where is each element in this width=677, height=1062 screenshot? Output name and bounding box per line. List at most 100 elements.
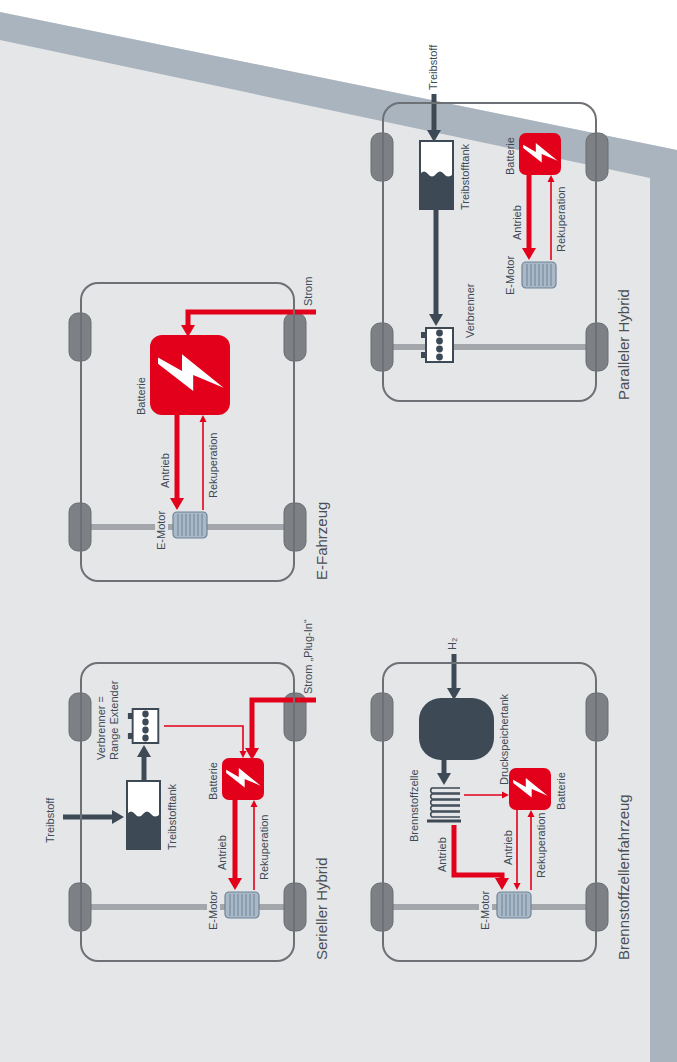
input-label: Treibstoff — [44, 798, 57, 843]
input-label: Treibstoff — [427, 45, 440, 90]
edge-label: Rekuperation — [535, 813, 548, 878]
battery-symbol: Batterie — [150, 335, 230, 415]
e-motor-symbol-art — [222, 890, 262, 920]
plug-in-arrow — [245, 700, 316, 760]
flow-arrow — [522, 175, 536, 260]
arrow-head — [228, 878, 242, 890]
edge-label: Antrieb — [436, 837, 449, 872]
arrow-line — [530, 817, 532, 891]
fuel-cell-symbol: Brennstoffzelle — [424, 785, 464, 825]
component-label: E-Motor — [155, 509, 168, 552]
edge-label: Antrieb — [159, 453, 172, 488]
e-motor-symbol: E-Motor — [222, 890, 262, 920]
arrow-head — [429, 314, 443, 326]
flow-arrow — [514, 810, 521, 890]
arrow-head — [437, 773, 451, 785]
arrow-line — [202, 422, 204, 511]
e-motor-symbol-art — [170, 510, 210, 540]
flow-arrow — [454, 825, 509, 890]
component-label: E-Motor — [504, 256, 517, 295]
battery-symbol: Batterie — [222, 758, 264, 800]
arrow-line — [442, 760, 447, 774]
component-label: Batterie — [135, 377, 148, 415]
vehicle-outline: E-FahrzeugBatterieE-Motor — [80, 282, 295, 582]
arrow-line — [550, 182, 552, 261]
flow-arrow — [528, 810, 535, 890]
component-label: E-Motor — [479, 889, 492, 932]
engine-symbol: Verbrenner — [419, 326, 459, 364]
arrow-head — [514, 883, 521, 890]
e-motor-symbol: E-Motor — [519, 260, 559, 290]
wheels-axle — [371, 693, 608, 931]
arrow-head — [251, 800, 258, 807]
vehicle-outline: Serieller HybridTreibstofftankVerbrenner… — [80, 662, 295, 962]
e-motor-symbol-art — [519, 260, 559, 290]
flow-arrow — [137, 745, 151, 780]
power-input-arrow — [181, 312, 316, 337]
arrow-line — [142, 757, 147, 781]
flow-arrow — [200, 415, 207, 510]
arrow-line — [175, 415, 180, 499]
arrow-line — [516, 810, 518, 884]
arrow-head — [170, 498, 184, 510]
edge-label: Antrieb — [511, 205, 524, 240]
edge-label: Antrieb — [502, 830, 515, 865]
e-motor-symbol-art — [494, 890, 534, 920]
edge-label: Rekuperation — [555, 187, 568, 252]
fuel-tank-symbol-art — [126, 780, 161, 850]
component-label: Brennstoffzelle — [408, 769, 421, 842]
battery-symbol: Batterie — [509, 768, 551, 810]
component-label: Verbrenner — [464, 284, 477, 338]
battery-symbol: Batterie — [519, 133, 561, 175]
flow-arrow — [170, 415, 184, 510]
arrow-head — [528, 810, 535, 817]
battery-symbol-art — [519, 133, 561, 175]
arrow-head — [240, 751, 247, 758]
arrow-line — [253, 807, 255, 891]
flow-arrow — [251, 800, 258, 890]
arrow-head — [548, 175, 555, 182]
arrow-line — [233, 800, 238, 879]
vehicle-title: Paralleler Hybrid — [615, 289, 633, 400]
component-label: Batterie — [555, 772, 568, 810]
arrow-line — [454, 825, 502, 879]
vehicle-title: Serieller Hybrid — [313, 857, 331, 960]
component-label: Batterie — [207, 762, 220, 800]
fuel-cell-symbol-art — [424, 785, 464, 825]
arrow-head — [200, 415, 207, 422]
engine-symbol-art — [126, 707, 164, 745]
e-motor-symbol: E-Motor — [494, 890, 534, 920]
fuel-tank-symbol-art — [419, 140, 454, 210]
flow-arrow — [437, 760, 451, 785]
component-label: Verbrenner = Range Extender — [95, 672, 121, 760]
fuel-input-arrow — [63, 810, 124, 824]
edge-label: Antrieb — [216, 835, 229, 870]
vehicle-outline: BrennstoffzellenfahrzeugDruckspeichertan… — [382, 662, 597, 962]
flow-arrow — [429, 210, 443, 326]
component-label: Treibstofftank — [166, 784, 179, 850]
fuel-tank-symbol: Treibstofftank — [419, 140, 454, 210]
input-label: Strom „Plug-In“ — [302, 619, 315, 694]
vehicle-title: Brennstoffzellenfahrzeug — [615, 794, 633, 960]
battery-symbol-art — [150, 335, 230, 415]
wheels-axle — [69, 313, 306, 551]
vehicle-outline: Paralleler HybridTreibstofftankVerbrenne… — [382, 102, 597, 402]
engine-symbol: Verbrenner = Range Extender — [126, 707, 164, 745]
arrow-head — [522, 248, 536, 260]
wheels-axle — [371, 133, 608, 371]
white-corner — [0, 0, 677, 150]
battery-symbol-art — [509, 768, 551, 810]
arrow-head — [137, 745, 151, 757]
flow-arrow — [548, 175, 555, 260]
arrow-line — [164, 726, 243, 752]
component-label: Treibstofftank — [459, 144, 472, 210]
edge-label: Rekuperation — [258, 815, 271, 880]
hydrogen-input-arrow — [447, 654, 461, 700]
input-label: Strom — [302, 277, 315, 306]
arrow-line — [434, 210, 439, 315]
frame-band — [0, 12, 677, 1062]
